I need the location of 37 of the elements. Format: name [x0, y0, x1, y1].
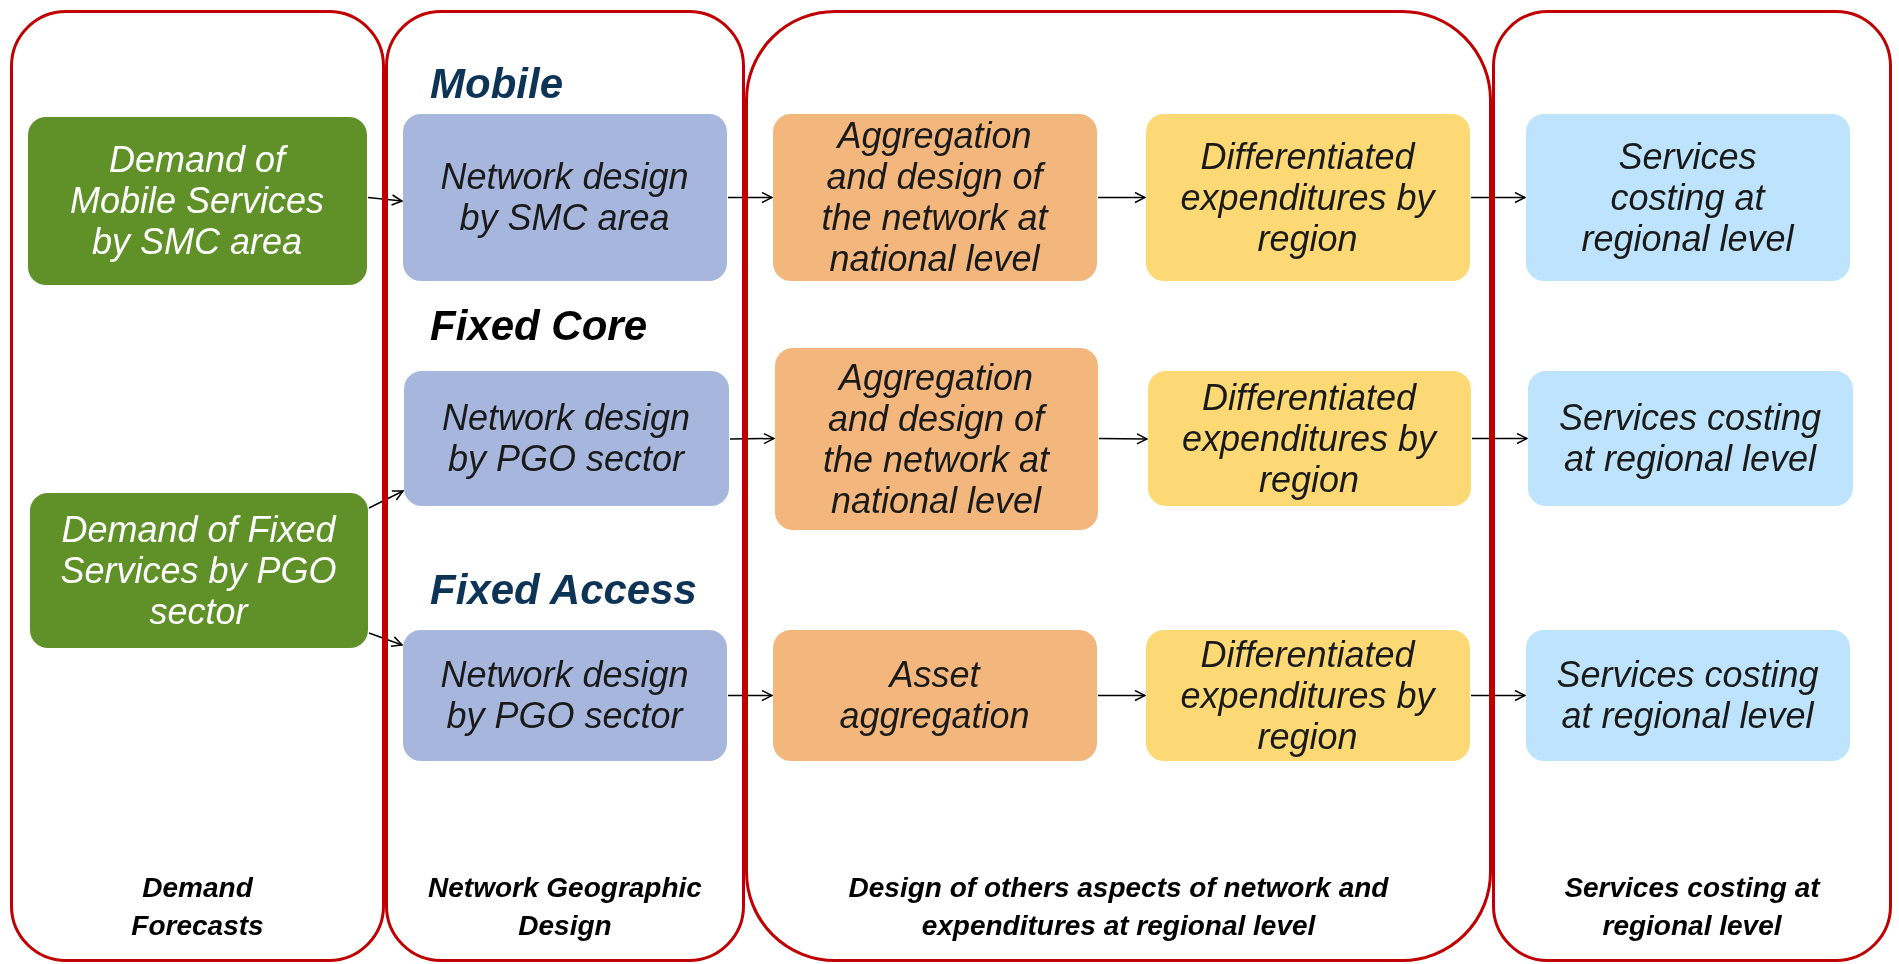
column-panel [385, 10, 745, 962]
expenditure-box: Differentiated expenditures by region [1147, 370, 1471, 506]
column-panel [10, 10, 385, 962]
column-title: Services costing at regional level [1563, 871, 1822, 943]
arrow [368, 490, 404, 509]
column-panel [1492, 10, 1892, 962]
column-panel [745, 10, 1492, 962]
network-design-box: Network design by PGO sector [402, 629, 727, 761]
arrow [727, 689, 773, 702]
arrow [367, 194, 403, 206]
aggregation-box: Aggregation and design of the network at national level [772, 113, 1097, 281]
arrow [1097, 689, 1146, 702]
column-title: Network Geographic Design [427, 871, 703, 943]
group-heading: Fixed Core [430, 302, 648, 350]
arrow [368, 632, 403, 648]
arrow [1098, 433, 1148, 445]
costing-box: Services costing at regional level [1525, 629, 1850, 761]
costing-box: Services costing at regional level [1527, 370, 1853, 506]
arrow [1471, 432, 1528, 445]
demand-box: Demand of Mobile Services by SMC area [27, 116, 367, 285]
expenditure-box: Differentiated expenditures by region [1145, 629, 1470, 761]
arrow [727, 191, 773, 204]
expenditure-box: Differentiated expenditures by region [1145, 113, 1470, 281]
arrow [1097, 191, 1146, 204]
arrow [1470, 689, 1526, 702]
column-title: Design of others aspects of network and expenditures at regional level [847, 871, 1390, 943]
costing-box: Services costing at regional level [1525, 113, 1850, 281]
aggregation-box: Aggregation and design of the network at national level [774, 347, 1098, 530]
group-heading: Fixed Access [430, 566, 697, 614]
arrow [1470, 191, 1526, 204]
column-title: Demand Forecasts [130, 871, 265, 943]
arrow [729, 432, 775, 445]
network-design-box: Network design by SMC area [402, 113, 727, 281]
group-heading: Mobile [430, 60, 563, 108]
demand-box: Demand of Fixed Services by PGO sector [29, 492, 368, 648]
network-design-box: Network design by PGO sector [403, 370, 729, 506]
aggregation-box: Asset aggregation [772, 629, 1097, 761]
